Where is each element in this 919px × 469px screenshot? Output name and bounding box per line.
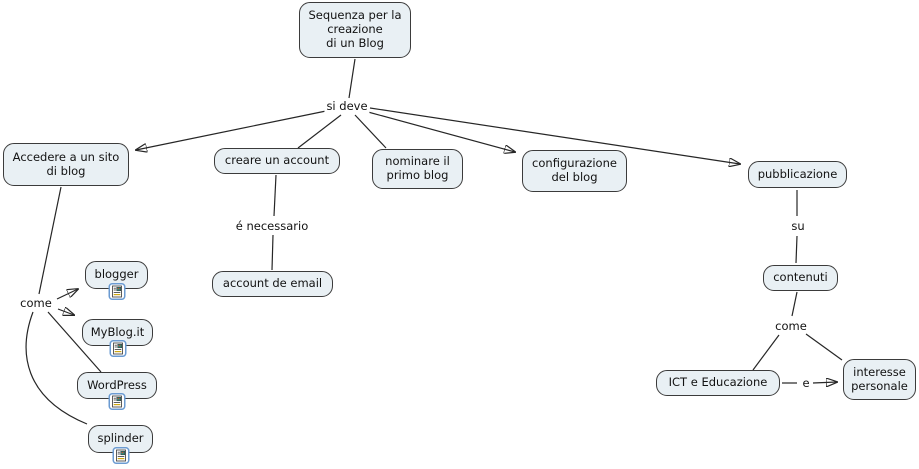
link-label-su[interactable]: su <box>789 219 807 233</box>
edge-come-interesse <box>805 333 843 361</box>
node-label-pubblicazione: pubblicazione <box>757 166 838 181</box>
concept-node-blogger[interactable]: blogger <box>85 261 148 300</box>
edge-sideve-pubblicazione <box>369 107 740 164</box>
edge-come-wordpress <box>47 311 102 373</box>
node-label-myblog: MyBlog.it <box>90 324 145 339</box>
edge-come-ict <box>752 334 780 371</box>
concept-node-accedere[interactable]: Accedere a un sito di blog <box>3 143 129 186</box>
resource-icon[interactable] <box>109 340 126 357</box>
link-label-come-right[interactable]: come <box>773 319 809 333</box>
concept-node-myblog[interactable]: MyBlog.it <box>82 319 153 357</box>
node-label-account-email: account de email <box>222 276 323 291</box>
node-label-creare-account: creare un account <box>224 153 330 168</box>
node-label-splinder: splinder <box>97 431 144 446</box>
edge-su-contenuti <box>795 235 798 264</box>
edge-come-blogger <box>56 289 78 300</box>
edge-sideve-creare <box>297 114 342 149</box>
concept-node-creare-account[interactable]: creare un account <box>214 148 340 174</box>
concept-node-wordpress[interactable]: WordPress <box>77 372 157 410</box>
resource-icon[interactable] <box>108 393 126 410</box>
edge-e-interesse <box>812 382 837 383</box>
node-label-blogger: blogger <box>94 267 139 282</box>
concept-node-pubblicazione[interactable]: pubblicazione <box>748 161 847 188</box>
edge-enecessario-account <box>271 234 274 271</box>
concept-node-account-email[interactable]: account de email <box>212 271 333 297</box>
edge-accedere-come <box>38 186 62 295</box>
edge-come-myblog <box>57 309 74 315</box>
node-label-configurazione: configurazione del blog <box>532 156 617 184</box>
edge-contenuti-come <box>791 291 798 317</box>
node-label-ict-educazione: ICT e Educazione <box>668 375 768 390</box>
concept-node-configurazione[interactable]: configurazione del blog <box>522 150 627 192</box>
node-label-sequenza: Sequenza per la creazione di un Blog <box>308 8 402 50</box>
link-label-e-necessario[interactable]: é necessario <box>233 219 311 233</box>
link-label-e[interactable]: e <box>800 376 812 390</box>
edge-creare-enecessario <box>273 174 277 217</box>
concept-node-nominare[interactable]: nominare il primo blog <box>372 149 463 189</box>
concept-node-splinder[interactable]: splinder <box>88 425 153 464</box>
link-label-come-left[interactable]: come <box>18 296 54 310</box>
node-label-nominare: nominare il primo blog <box>385 154 450 182</box>
concept-node-interesse[interactable]: interesse personale <box>843 359 916 400</box>
concept-node-ict-educazione[interactable]: ICT e Educazione <box>656 370 780 396</box>
link-label-si-deve[interactable]: si deve <box>324 99 370 113</box>
edge-sideve-nominare <box>354 114 387 149</box>
concept-node-sequenza[interactable]: Sequenza per la creazione di un Blog <box>299 2 411 58</box>
edge-come-splinder <box>25 311 88 425</box>
node-label-accedere: Accedere a un sito di blog <box>12 149 120 178</box>
edge-sideve-accedere <box>136 110 327 150</box>
resource-icon[interactable] <box>112 447 129 464</box>
concept-node-contenuti[interactable]: contenuti <box>763 265 838 291</box>
node-label-interesse: interesse personale <box>851 364 908 393</box>
edge-sequenza-sideve <box>348 58 356 99</box>
node-label-wordpress: WordPress <box>87 377 147 392</box>
resource-icon[interactable] <box>108 283 125 300</box>
edge-sideve-configurazione <box>367 111 515 152</box>
node-label-contenuti: contenuti <box>773 270 828 285</box>
